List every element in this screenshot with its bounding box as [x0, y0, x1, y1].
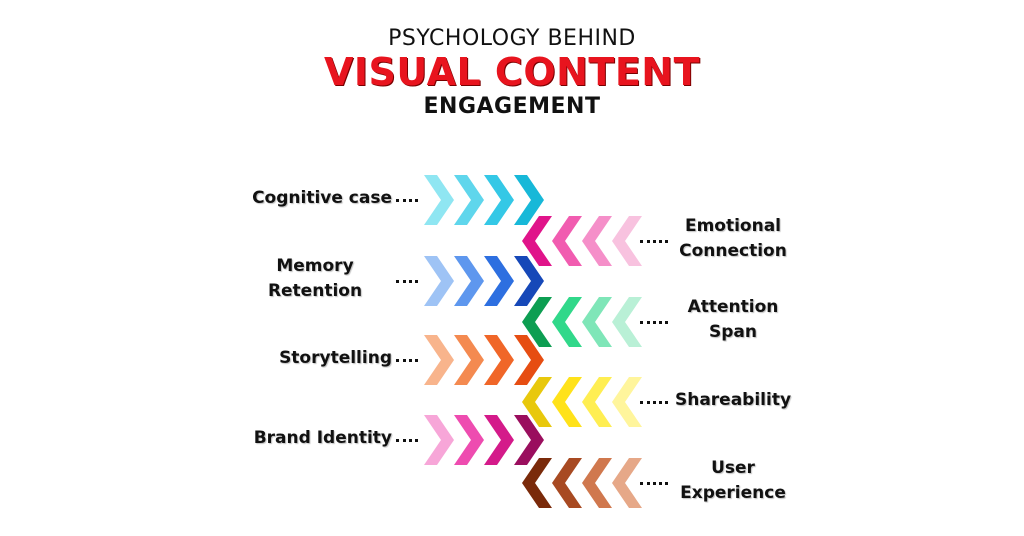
left-chevron-2-2	[484, 335, 514, 385]
left-connector-2	[396, 359, 418, 362]
right-label-3-line2: Experience	[680, 483, 786, 503]
right-chevron-1-1	[552, 297, 582, 347]
left-chevron-1-2	[484, 256, 514, 306]
left-chevron-2-0	[424, 335, 454, 385]
left-label-1-line2: Retention	[267, 281, 363, 301]
right-chevron-0-1	[552, 216, 582, 266]
right-chevron-0-2	[582, 216, 612, 266]
left-label-3-line1: Brand Identity	[253, 428, 392, 448]
left-connector-1	[396, 280, 418, 283]
right-chevron-1-0	[522, 297, 552, 347]
right-label-2: Shareability	[672, 388, 794, 413]
right-connector-3	[640, 482, 668, 485]
right-chevron-3-2	[582, 458, 612, 508]
right-connector-1	[640, 321, 668, 324]
left-chevron-0-1	[454, 175, 484, 225]
right-chevron-3-0	[522, 458, 552, 508]
left-chevron-2-3	[514, 335, 544, 385]
right-chevron-2-2	[582, 377, 612, 427]
right-chevron-2-0	[522, 377, 552, 427]
left-chevron-3-2	[484, 415, 514, 465]
left-chevron-3-0	[424, 415, 454, 465]
right-connector-2	[640, 401, 668, 404]
left-chevron-1-0	[424, 256, 454, 306]
left-chevron-0-3	[514, 175, 544, 225]
left-label-0: Cognitive case	[150, 186, 392, 211]
right-chevron-0-3	[612, 216, 642, 266]
right-chevron-3-1	[552, 458, 582, 508]
right-chevron-0-0	[522, 216, 552, 266]
left-label-2: Storytelling	[150, 346, 392, 371]
left-label-1-line1: Memory	[276, 256, 354, 276]
left-chevron-1-3	[514, 256, 544, 306]
left-chevron-0-0	[424, 175, 454, 225]
left-chevron-3-3	[514, 415, 544, 465]
right-label-1-line1: Attention	[687, 297, 779, 317]
left-chevron-3-1	[454, 415, 484, 465]
right-label-2-line1: Shareability	[674, 390, 792, 410]
left-connector-3	[396, 439, 418, 442]
left-label-0-line1: Cognitive case	[252, 188, 392, 208]
left-chevron-2-1	[454, 335, 484, 385]
right-label-1-line2: Span	[709, 322, 757, 342]
right-label-3-line1: User	[711, 458, 755, 478]
right-chevron-1-3	[612, 297, 642, 347]
left-chevron-0-2	[484, 175, 514, 225]
right-chevron-3-3	[612, 458, 642, 508]
left-label-2-line1: Storytelling	[279, 348, 392, 368]
left-label-3: Brand Identity	[150, 426, 392, 451]
right-label-0-line2: Connection	[679, 241, 787, 261]
title-line-2: VISUAL CONTENT	[323, 50, 701, 94]
right-connector-0	[640, 240, 668, 243]
left-connector-0	[396, 199, 418, 202]
right-chevron-1-2	[582, 297, 612, 347]
title-line-3: ENGAGEMENT	[423, 94, 601, 119]
title-line-1: PSYCHOLOGY BEHIND	[388, 26, 636, 51]
right-chevron-2-1	[552, 377, 582, 427]
right-label-0-line1: Emotional	[684, 216, 782, 236]
left-chevron-1-1	[454, 256, 484, 306]
right-chevron-2-3	[612, 377, 642, 427]
